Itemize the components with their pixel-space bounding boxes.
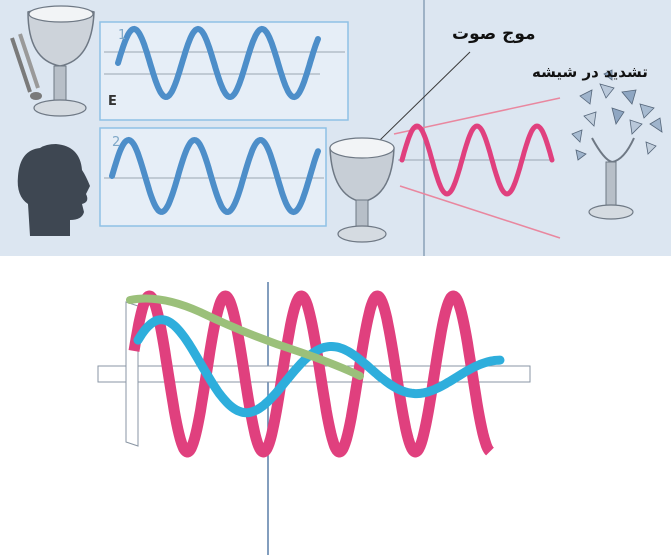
panel-two-number: 2 <box>112 135 120 150</box>
sound-wave-label: موج صوت <box>452 24 536 44</box>
top-diagram: موج صوت تشدید در شیشه E 1 2 <box>0 0 671 256</box>
tuning-fork-letter: E <box>108 94 117 109</box>
panel-one-number: 1 <box>118 28 126 43</box>
glass-resonance-label: تشدید در شیشه <box>532 63 648 81</box>
top-diagram-canvas <box>0 0 671 256</box>
wave-panel-1 <box>100 22 348 120</box>
bottom-diagram-canvas <box>90 282 560 555</box>
bottom-diagram <box>90 282 560 555</box>
